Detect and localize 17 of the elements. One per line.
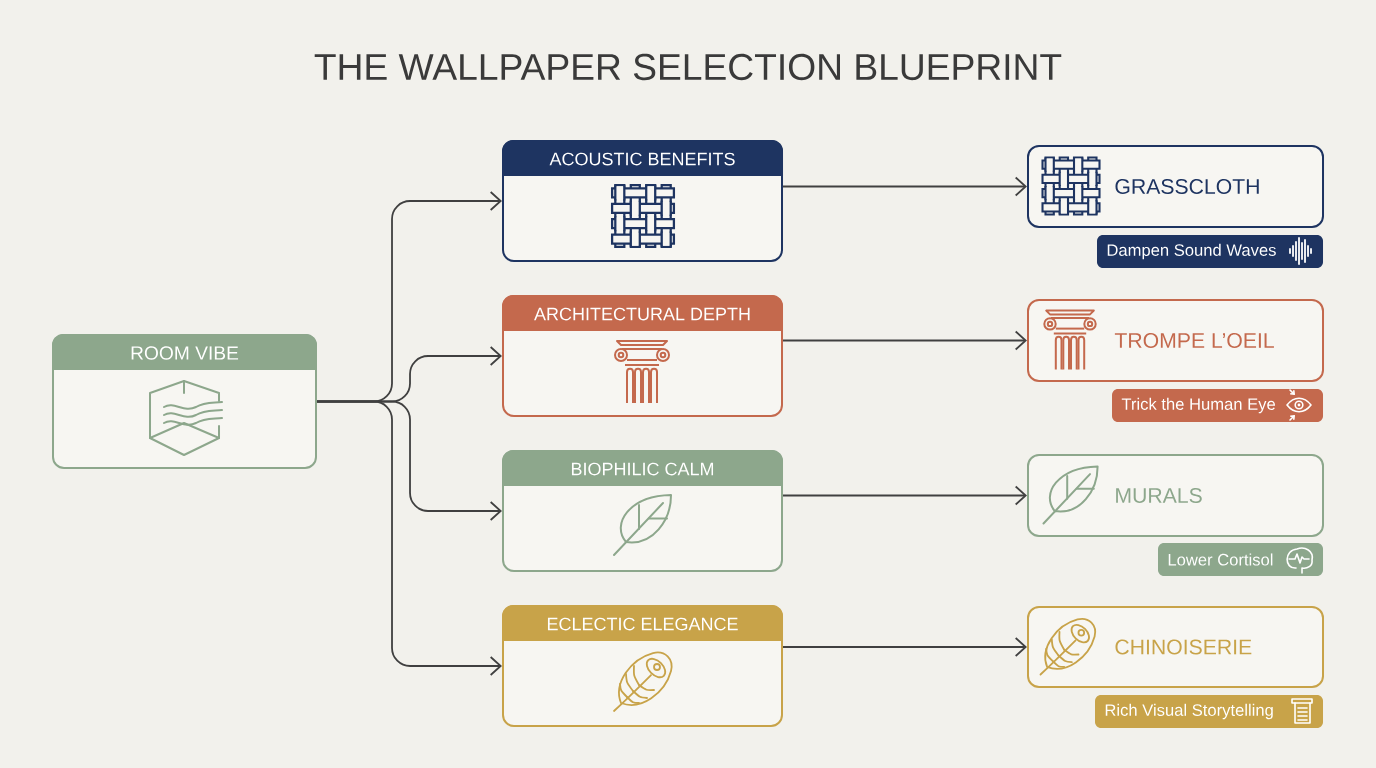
arrow [782,485,1027,506]
tag-pill: Dampen Sound Waves [1097,235,1323,268]
flow-box: ROOM VIBE [52,334,317,469]
flow-box: BIOPHILIC CALM [502,450,783,572]
tag-pill: Rich Visual Storytelling [1095,695,1323,728]
tag-pill: Lower Cortisol [1158,543,1323,576]
arrow [316,400,502,676]
arrow [782,176,1027,197]
result-box: TROMPE L’OEIL [1027,299,1324,382]
result-box: MURALS [1027,454,1324,537]
flow-box: ECLECTIC ELEGANCE [502,605,783,727]
arrow [782,330,1027,351]
arrow [782,637,1027,657]
tag-pill: Trick the Human Eye [1112,389,1323,422]
flow-box: ARCHITECTURAL DEPTH [502,295,783,417]
result-box: CHINOISERIE [1027,606,1324,688]
title: THE WALLPAPER SELECTION BLUEPRINT [314,53,1062,81]
